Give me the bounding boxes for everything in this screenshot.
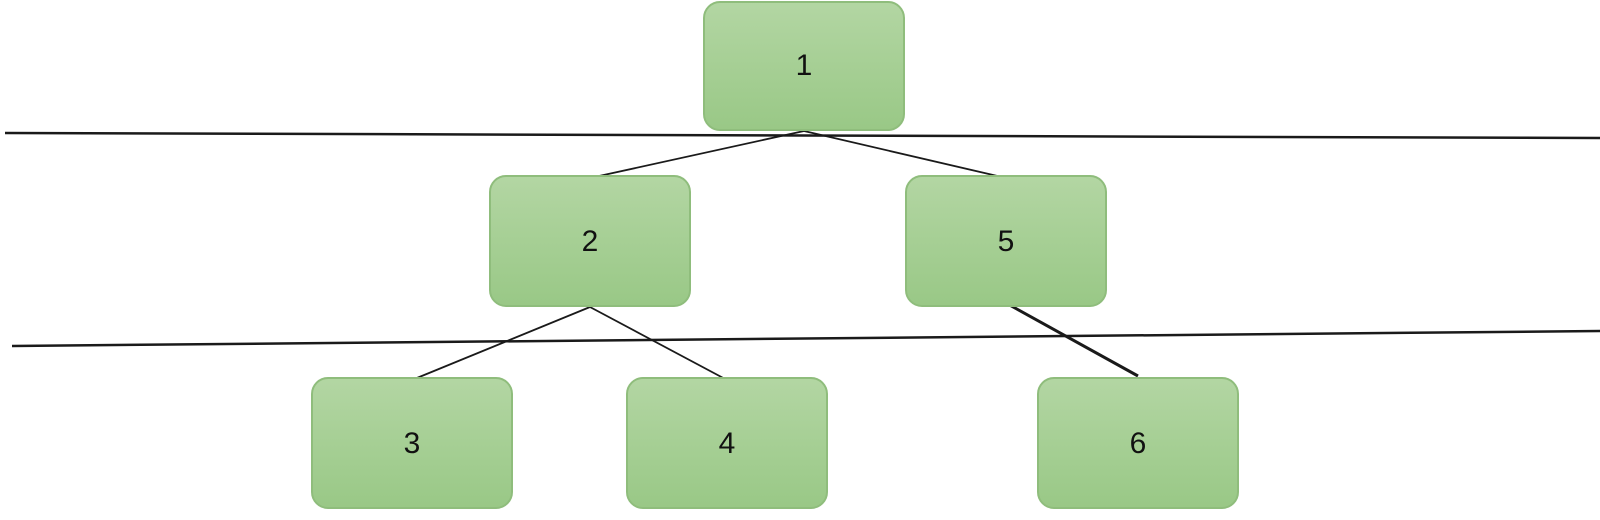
node-label: 1: [796, 49, 813, 82]
edge-1-5: [803, 130, 1007, 179]
node-label: 4: [719, 427, 736, 460]
node-box: [703, 1, 905, 131]
node-box: [905, 175, 1107, 307]
tree-node-1: 1: [703, 1, 905, 131]
node-box: [311, 377, 513, 509]
edge-1-2: [589, 130, 805, 179]
node-label: 3: [404, 427, 421, 460]
node-label: 5: [998, 225, 1015, 258]
tree-node-6: 6: [1037, 377, 1239, 509]
tree-node-2: 2: [489, 175, 691, 307]
node-label: 6: [1130, 427, 1147, 460]
edge-2-3: [411, 306, 591, 381]
edge-5-6: [1005, 301, 1139, 378]
node-box: [1037, 377, 1239, 509]
tree-node-5: 5: [905, 175, 1107, 307]
edge-2-4: [589, 306, 728, 381]
node-label: 2: [582, 225, 599, 258]
level-separator-line-1: [4, 131, 1600, 140]
tree-node-4: 4: [626, 377, 828, 509]
tree-node-3: 3: [311, 377, 513, 509]
node-box: [626, 377, 828, 509]
level-separator-line-2: [11, 329, 1600, 348]
node-box: [489, 175, 691, 307]
